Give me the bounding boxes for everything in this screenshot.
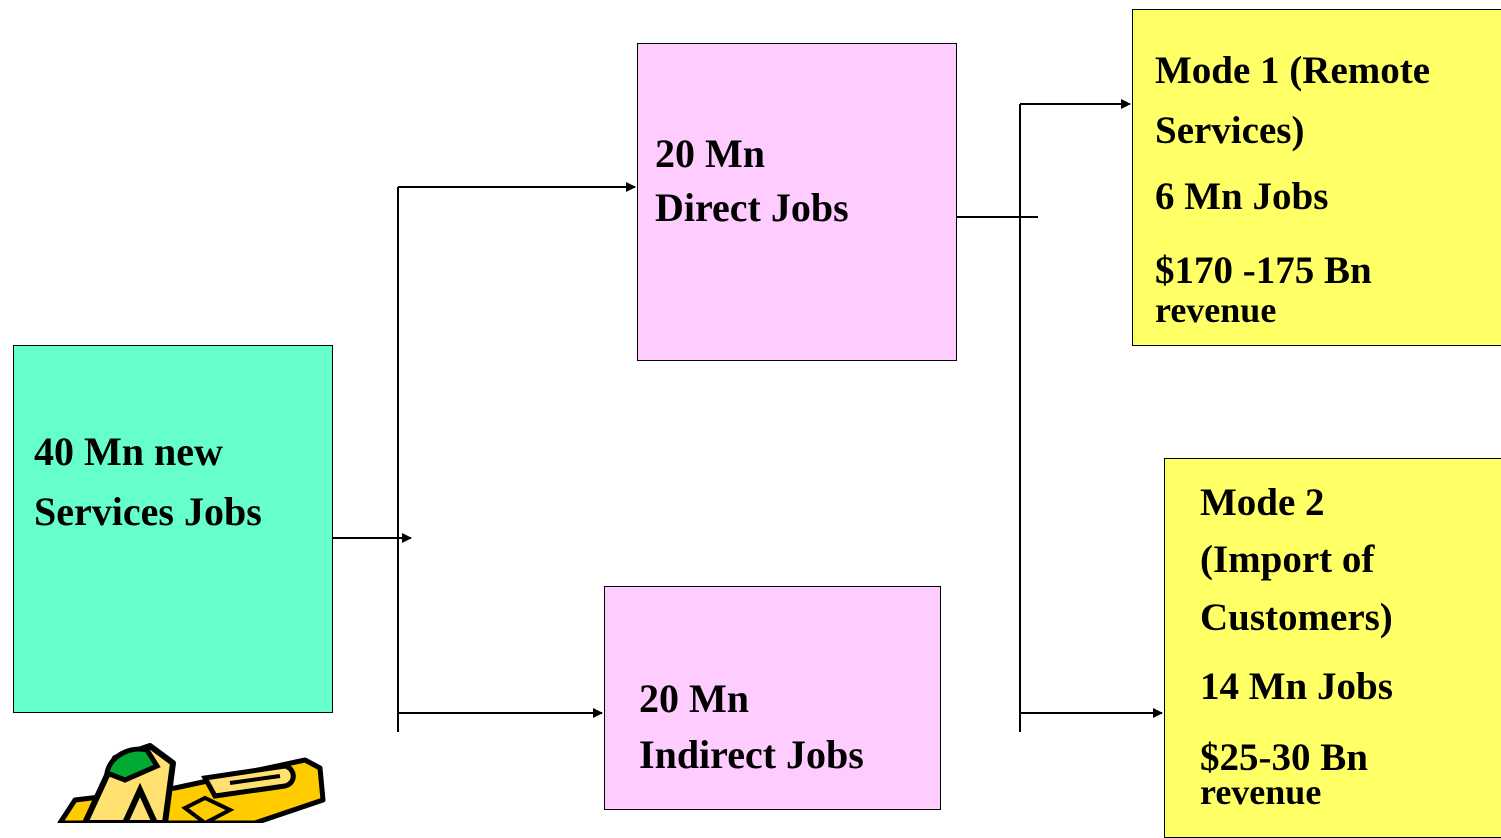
services-jobs-box: 40 Mn new Services Jobs <box>13 345 333 713</box>
mode2-revenue-line-2: revenue <box>1200 777 1321 807</box>
root-line-2: Services Jobs <box>34 488 262 535</box>
mode2-title-line-3: Customers) <box>1200 595 1393 640</box>
mode1-revenue-line-1: $170 -175 Bn <box>1155 248 1372 293</box>
root-line-1: 40 Mn new <box>34 428 223 475</box>
mode2-title-line-2: (Import of <box>1200 537 1374 582</box>
pencil-clipart-icon <box>55 738 330 823</box>
indirect-line-2: Indirect Jobs <box>639 731 864 778</box>
mode2-box: Mode 2 (Import of Customers) 14 Mn Jobs … <box>1164 458 1501 838</box>
mode1-title-line-1: Mode 1 (Remote <box>1155 48 1430 93</box>
direct-line-2: Direct Jobs <box>655 184 849 231</box>
mode1-box: Mode 1 (Remote Services) 6 Mn Jobs $170 … <box>1132 9 1501 346</box>
direct-line-1: 20 Mn <box>655 130 765 177</box>
direct-jobs-box: 20 Mn Direct Jobs <box>637 43 957 361</box>
indirect-jobs-box: 20 Mn Indirect Jobs <box>604 586 941 810</box>
mode1-jobs: 6 Mn Jobs <box>1155 174 1328 219</box>
mode2-jobs: 14 Mn Jobs <box>1200 664 1393 709</box>
mode1-revenue-line-2: revenue <box>1155 295 1276 325</box>
mode1-title-line-2: Services) <box>1155 108 1304 153</box>
indirect-line-1: 20 Mn <box>639 675 749 722</box>
mode2-title-line-1: Mode 2 <box>1200 480 1325 525</box>
